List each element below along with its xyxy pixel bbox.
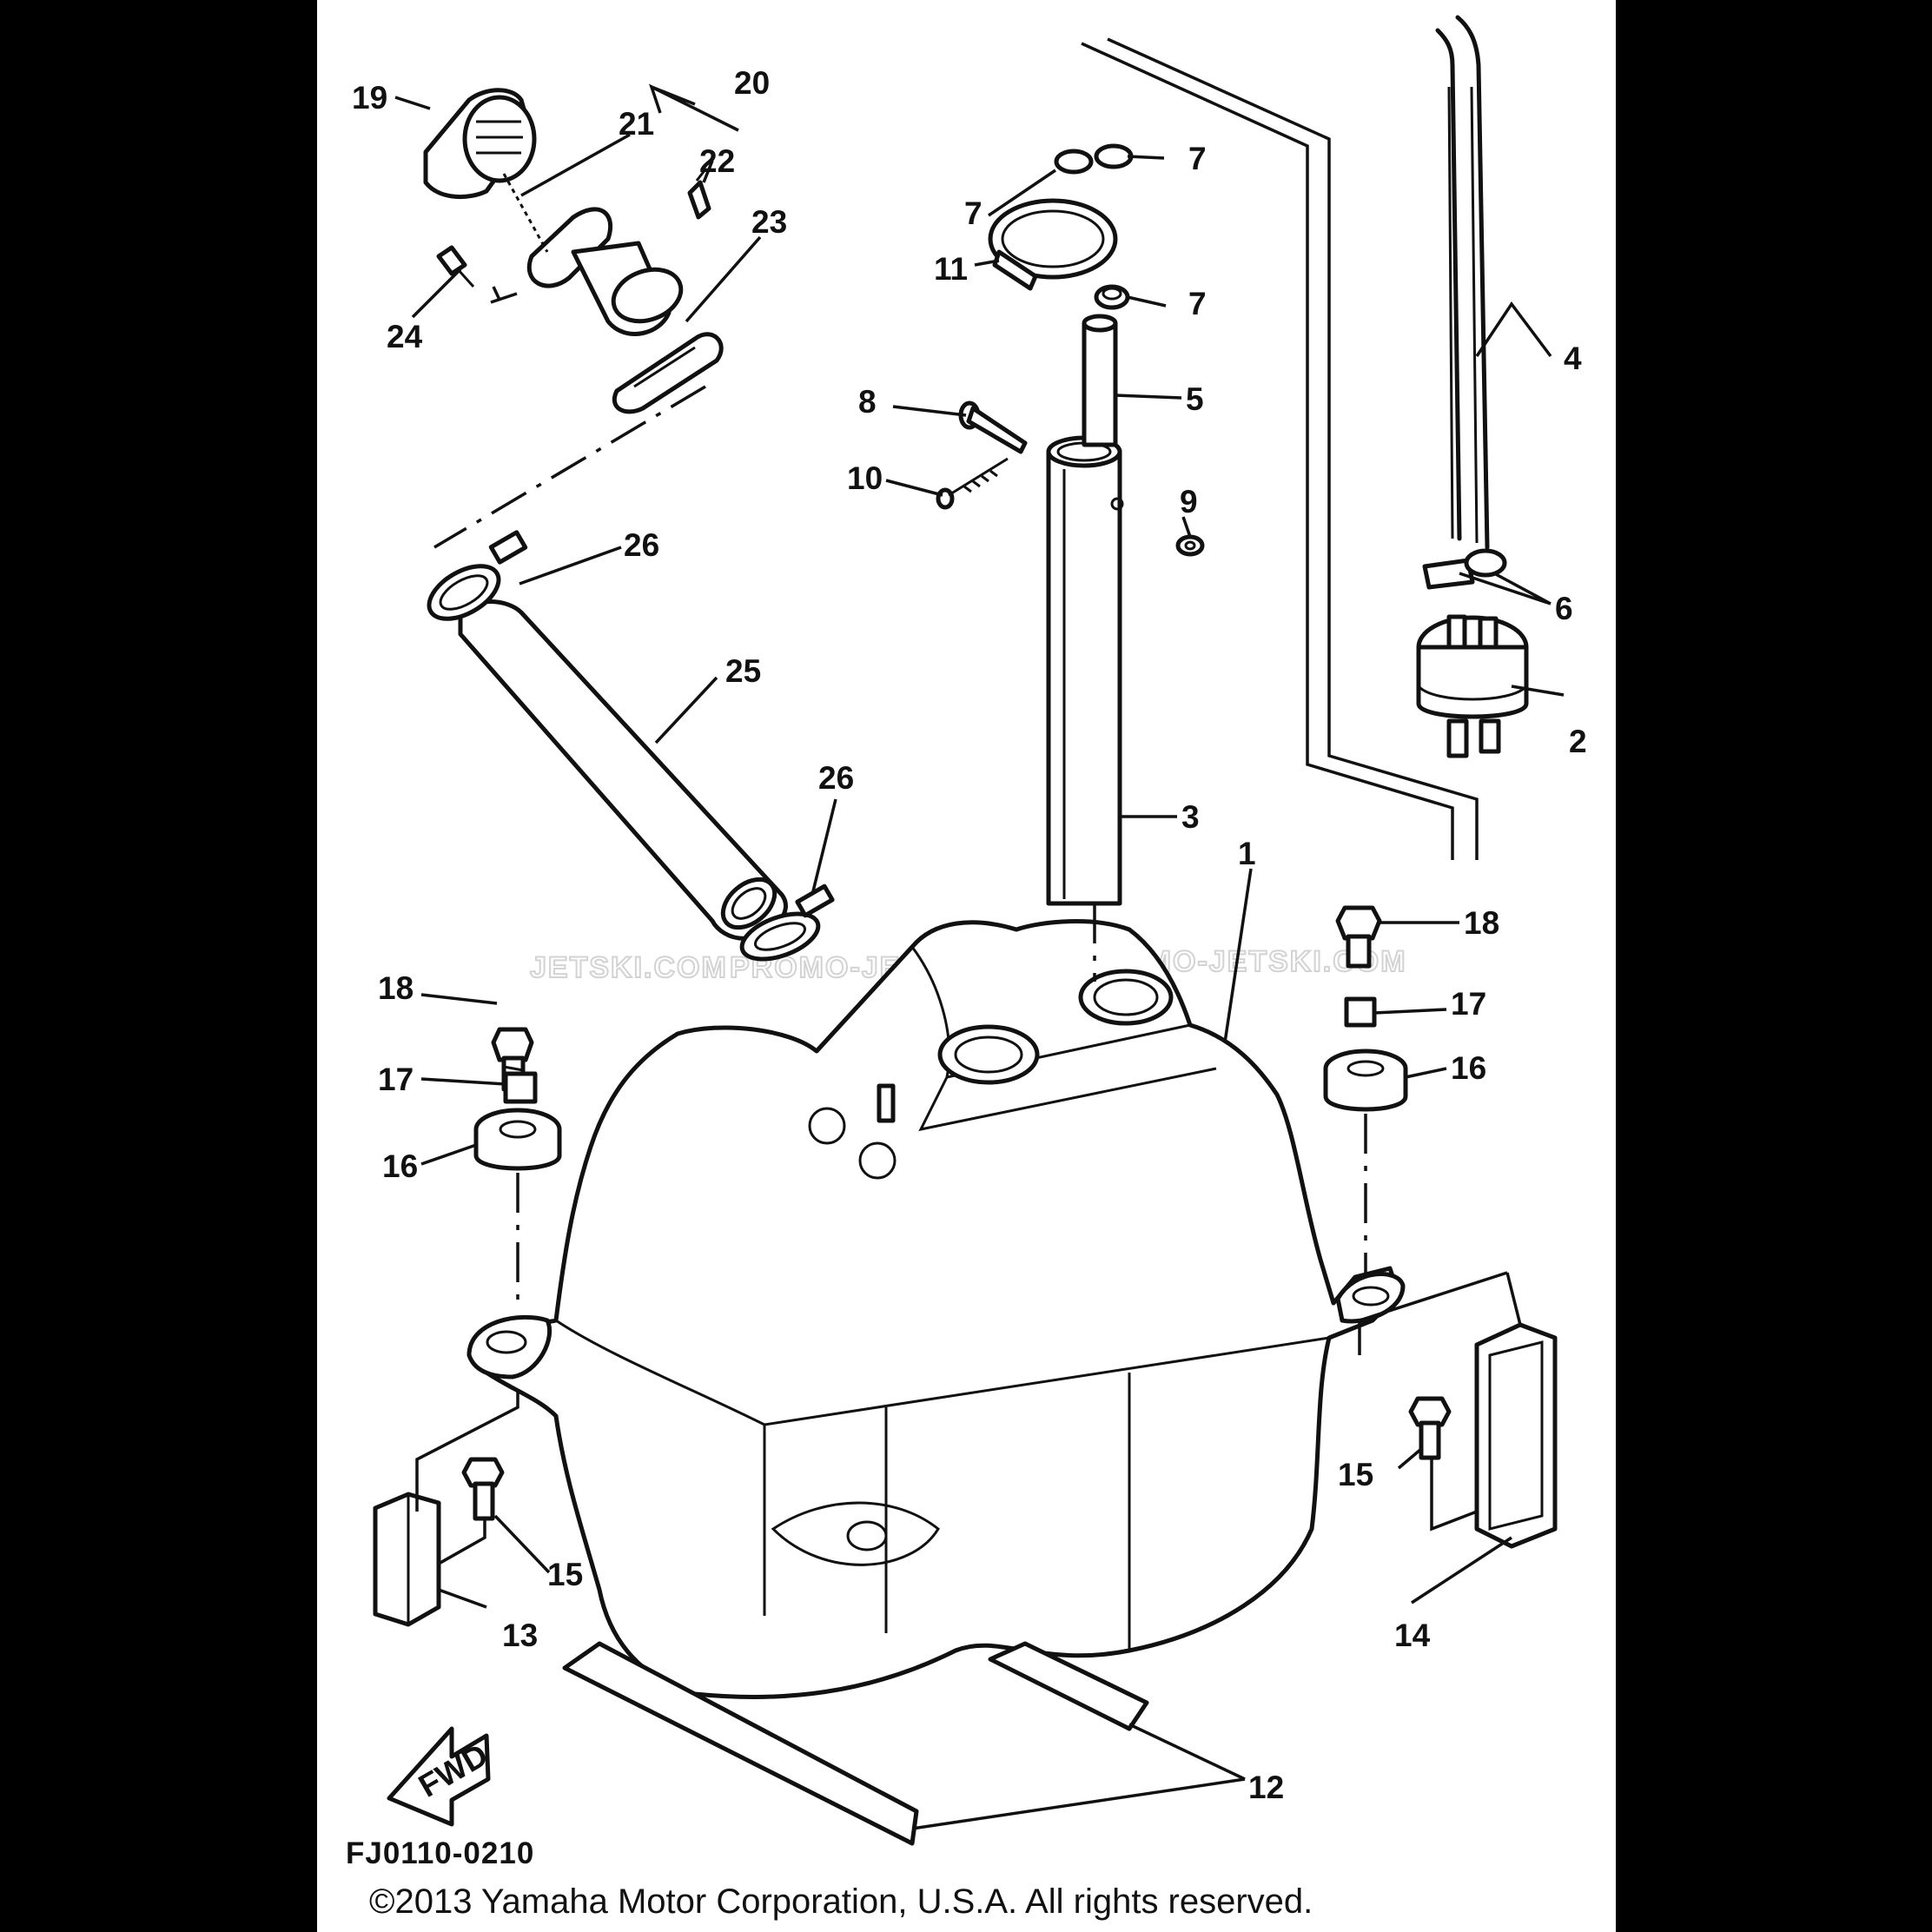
watermark-text-1: JETSKI.COM xyxy=(530,951,728,984)
copyright-notice: ©2013 Yamaha Motor Corporation, U.S.A. A… xyxy=(369,1882,1313,1921)
mount-bolt-right xyxy=(1335,905,1382,969)
pickup-pipe xyxy=(1046,435,1124,906)
filler-cap-assembly xyxy=(423,88,724,414)
callout-23: 23 xyxy=(751,204,787,240)
callout-6: 6 xyxy=(1555,591,1573,626)
breather-hose xyxy=(1082,314,1118,447)
fuel-pipes xyxy=(1435,15,1490,550)
callout-9: 9 xyxy=(1180,484,1198,519)
callout-10: 10 xyxy=(847,460,883,496)
callout-labels: 1 2 3 4 5 6 7 7 7 7 8 9 10 11 12 13 14 1… xyxy=(352,65,1587,1805)
bolt-left-bracket xyxy=(461,1457,505,1521)
callout-15b: 15 xyxy=(1338,1457,1373,1492)
bolt-right-bracket xyxy=(1408,1396,1452,1460)
screw-10 xyxy=(936,457,1009,510)
collar-right xyxy=(1344,996,1377,1028)
callout-21: 21 xyxy=(619,106,654,142)
callout-17b: 17 xyxy=(1451,986,1486,1022)
bracket-left xyxy=(373,1492,441,1627)
callout-20: 20 xyxy=(734,65,770,101)
washer-9 xyxy=(1175,534,1205,557)
fuel-tank xyxy=(466,919,1406,1699)
callout-12: 12 xyxy=(1248,1770,1284,1805)
callout-7b: 7 xyxy=(964,195,983,231)
callout-25: 25 xyxy=(725,653,761,689)
callout-18b: 18 xyxy=(1464,905,1499,941)
callout-3: 3 xyxy=(1181,799,1200,835)
callout-14: 14 xyxy=(1394,1618,1431,1653)
callout-16b: 16 xyxy=(1451,1050,1486,1086)
callout-16a: 16 xyxy=(382,1148,418,1184)
callout-18a: 18 xyxy=(378,970,414,1006)
grommet-right xyxy=(1323,1049,1408,1112)
callout-7a: 7 xyxy=(1188,141,1207,176)
callout-8: 8 xyxy=(858,384,877,420)
callout-11: 11 xyxy=(934,251,968,287)
callout-1: 1 xyxy=(1238,836,1256,871)
fwd-direction-arrow: FWD xyxy=(387,1726,493,1827)
grommet-left xyxy=(473,1108,562,1171)
pipe-joints xyxy=(1422,548,1507,590)
callout-26b: 26 xyxy=(818,760,854,796)
callout-15a: 15 xyxy=(547,1557,583,1592)
callout-26a: 26 xyxy=(624,527,659,563)
callout-22: 22 xyxy=(699,143,735,179)
callout-13: 13 xyxy=(502,1618,538,1653)
callout-7c: 7 xyxy=(1188,286,1207,321)
callout-17a: 17 xyxy=(378,1062,414,1097)
bracket-right xyxy=(1474,1322,1558,1549)
bolt-8 xyxy=(958,400,1028,454)
callout-5: 5 xyxy=(1186,381,1204,417)
filler-hose xyxy=(458,599,788,941)
tank-pads xyxy=(562,1641,1149,1846)
hose-clamp-upper xyxy=(427,530,528,621)
callout-24: 24 xyxy=(387,319,423,354)
callout-2: 2 xyxy=(1569,724,1587,759)
fuel-filter xyxy=(1416,614,1529,758)
hose-clamp-lower xyxy=(739,883,835,962)
callout-4: 4 xyxy=(1564,341,1582,376)
collar-left xyxy=(503,1071,538,1104)
band-clamp xyxy=(988,198,1118,291)
callout-leaders xyxy=(394,83,1565,1830)
callout-19: 19 xyxy=(352,80,387,116)
drawing-code: FJ0110-0210 xyxy=(346,1836,534,1870)
center-lines xyxy=(415,37,1522,1565)
